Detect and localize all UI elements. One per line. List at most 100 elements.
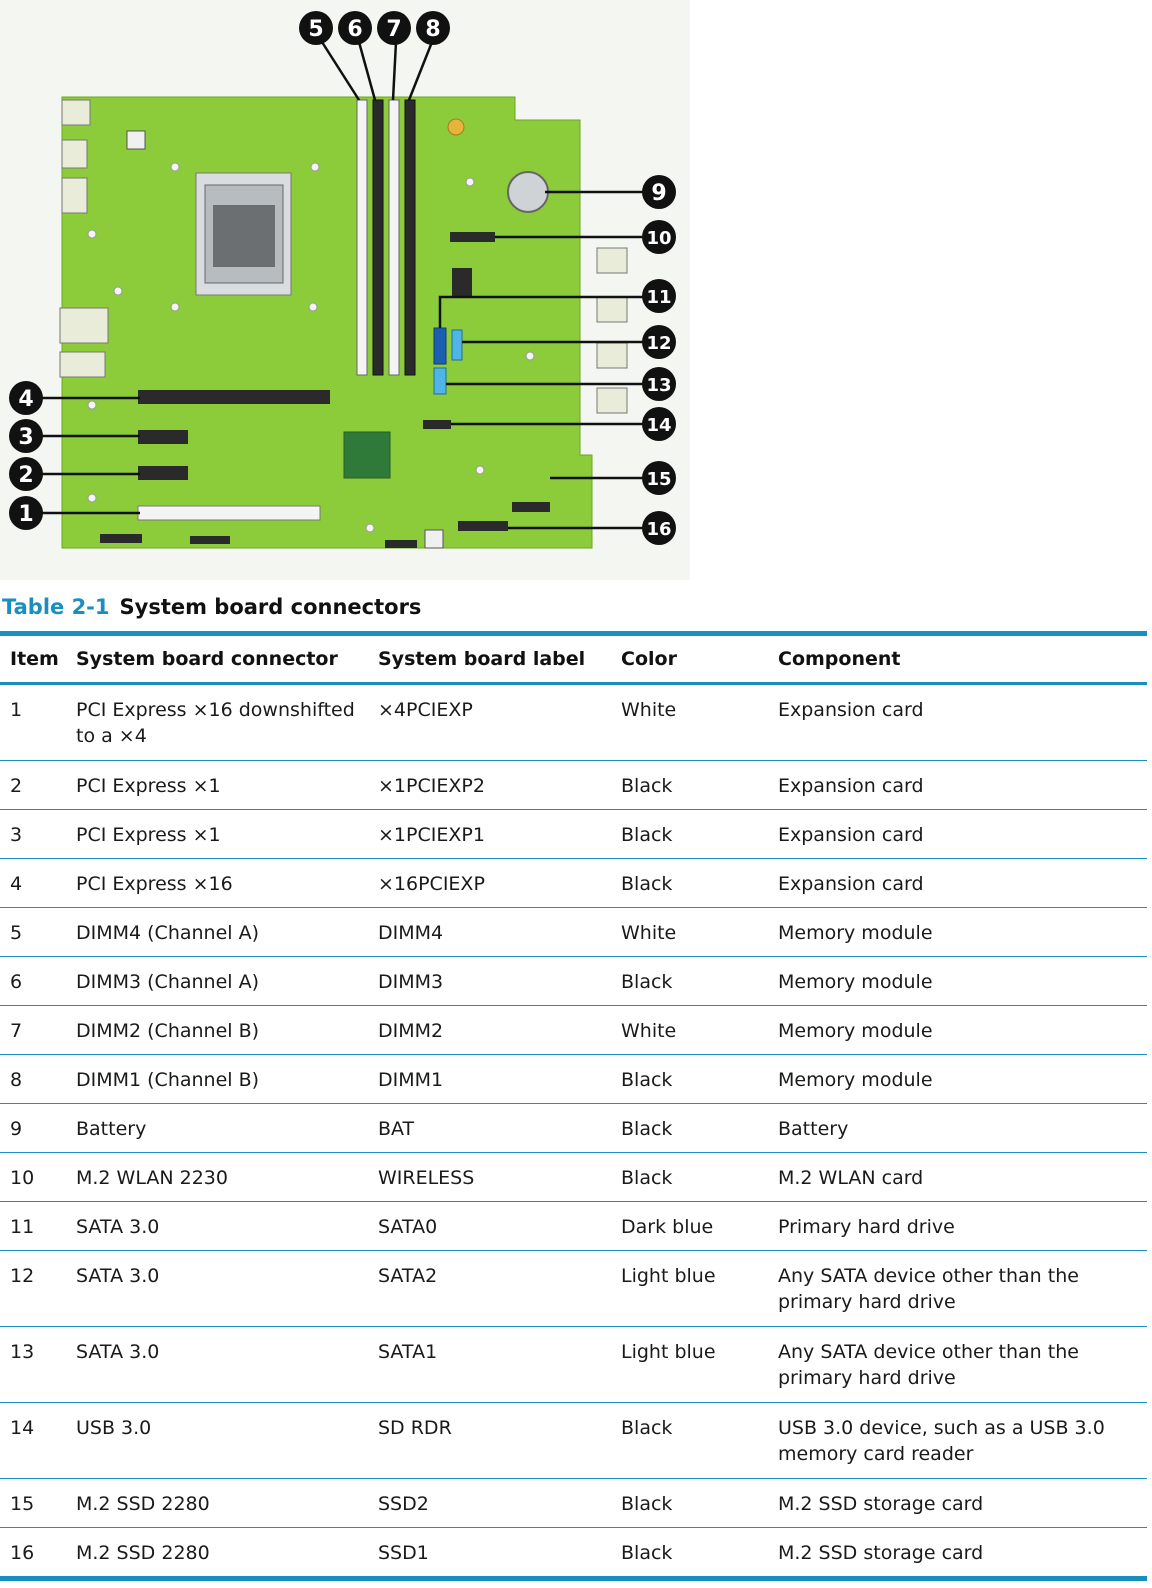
callout-11: 11 bbox=[642, 279, 676, 313]
svg-text:5: 5 bbox=[308, 17, 323, 42]
cell-color: Black bbox=[621, 971, 673, 993]
m2-ssd1-slot bbox=[458, 521, 508, 531]
cell-component: Expansion card bbox=[778, 873, 924, 895]
pcie-x16-slot bbox=[138, 390, 330, 404]
cell-item: 5 bbox=[10, 922, 23, 944]
cell-item: 12 bbox=[10, 1265, 35, 1287]
cell-label: BAT bbox=[378, 1118, 415, 1140]
cell-item: 8 bbox=[10, 1069, 23, 1091]
table-row: 4 PCI Express ×16 ×16PCIEXP Black Expansion … bbox=[0, 859, 1147, 908]
cell-connector: USB 3.0 bbox=[76, 1417, 152, 1439]
cell-connector: SATA 3.0 bbox=[76, 1265, 160, 1287]
cell-color: Dark blue bbox=[621, 1216, 714, 1238]
callout-10: 10 bbox=[642, 220, 676, 254]
cell-connector: DIMM1 (Channel B) bbox=[76, 1069, 260, 1091]
cell-component: Battery bbox=[778, 1118, 849, 1140]
table-row: 8 DIMM1 (Channel B) DIMM1 Black Memory modul… bbox=[0, 1055, 1147, 1104]
callout-lines bbox=[26, 41, 660, 530]
callout-6: 6 bbox=[338, 11, 372, 45]
system-board-figure: 5 6 7 8 9 10 11 12 13 4 3 2 1 14 15 16 bbox=[0, 0, 690, 580]
usb3-header bbox=[423, 420, 451, 429]
callout-2: 2 bbox=[9, 457, 43, 491]
cell-component: Memory module bbox=[778, 971, 933, 993]
cell-label: ×1PCIEXP1 bbox=[378, 824, 485, 846]
cell-label: SSD2 bbox=[378, 1493, 429, 1515]
cell-connector: PCI Express ×16 bbox=[76, 873, 233, 895]
cell-item: 15 bbox=[10, 1493, 35, 1515]
cell-label: DIMM1 bbox=[378, 1069, 444, 1091]
cell-connector: M.2 WLAN 2230 bbox=[76, 1167, 228, 1189]
cell-color: Black bbox=[621, 873, 673, 895]
table-title: System board connectors bbox=[119, 595, 422, 619]
cell-item: 10 bbox=[10, 1167, 35, 1189]
cell-color: Black bbox=[621, 1493, 673, 1515]
callout-7: 7 bbox=[377, 11, 411, 45]
callout-4: 4 bbox=[9, 381, 43, 415]
cell-color: Black bbox=[621, 1118, 673, 1140]
cell-label: DIMM3 bbox=[378, 971, 444, 993]
cell-color: White bbox=[621, 1020, 677, 1042]
cell-item: 4 bbox=[10, 873, 23, 895]
front-usb-ports bbox=[596, 247, 628, 414]
callout-12: 12 bbox=[642, 325, 676, 359]
svg-text:3: 3 bbox=[18, 425, 33, 450]
cell-label: DIMM2 bbox=[378, 1020, 444, 1042]
cell-component: Memory module bbox=[778, 922, 933, 944]
cell-item: 13 bbox=[10, 1341, 35, 1363]
cell-label: SATA1 bbox=[378, 1341, 438, 1363]
svg-text:11: 11 bbox=[646, 287, 671, 308]
system-board-connectors-table: Item System board connector System board… bbox=[0, 631, 1147, 1581]
svg-text:6: 6 bbox=[347, 17, 362, 42]
cell-component: Memory module bbox=[778, 1020, 933, 1042]
cell-item: 6 bbox=[10, 971, 23, 993]
header-label: System board label bbox=[378, 648, 586, 670]
m2-ssd2-slot bbox=[512, 502, 550, 512]
callout-16: 16 bbox=[642, 511, 676, 545]
orange-standoff bbox=[447, 118, 465, 136]
cell-connector: SATA 3.0 bbox=[76, 1216, 160, 1238]
cell-label: ×16PCIEXP bbox=[378, 873, 485, 895]
cell-connector: M.2 SSD 2280 bbox=[76, 1542, 210, 1564]
mounting-holes bbox=[87, 162, 535, 533]
svg-text:15: 15 bbox=[646, 469, 671, 490]
pcie-x4-slot bbox=[137, 505, 321, 521]
callout-1: 1 bbox=[9, 496, 43, 530]
cell-color: Light blue bbox=[621, 1265, 716, 1287]
cell-label: SSD1 bbox=[378, 1542, 429, 1564]
svg-text:13: 13 bbox=[646, 375, 671, 396]
cell-color: White bbox=[621, 699, 677, 721]
cell-component: USB 3.0 device, such as a USB 3.0 memory… bbox=[778, 1417, 1105, 1465]
callout-13: 13 bbox=[642, 367, 676, 401]
cell-connector: Battery bbox=[76, 1118, 147, 1140]
header-color: Color bbox=[621, 648, 677, 670]
cell-item: 3 bbox=[10, 824, 23, 846]
cell-component: M.2 WLAN card bbox=[778, 1167, 924, 1189]
svg-text:4: 4 bbox=[18, 387, 33, 412]
svg-text:10: 10 bbox=[646, 228, 671, 249]
cell-component: Expansion card bbox=[778, 699, 924, 721]
svg-text:2: 2 bbox=[18, 463, 33, 488]
cell-component: Expansion card bbox=[778, 824, 924, 846]
svg-text:8: 8 bbox=[425, 17, 440, 42]
header-connector: System board connector bbox=[76, 648, 338, 670]
callout-9: 9 bbox=[642, 175, 676, 209]
cell-component: Memory module bbox=[778, 1069, 933, 1091]
callout-8: 8 bbox=[416, 11, 450, 45]
header-item: Item bbox=[10, 648, 59, 670]
svg-text:1: 1 bbox=[18, 502, 33, 527]
cell-color: Black bbox=[621, 1069, 673, 1091]
m2-wlan-slot bbox=[450, 232, 495, 242]
sata0-connector bbox=[433, 327, 447, 365]
cell-label: SATA0 bbox=[378, 1216, 438, 1238]
cell-component: Expansion card bbox=[778, 775, 924, 797]
svg-text:14: 14 bbox=[646, 415, 671, 436]
